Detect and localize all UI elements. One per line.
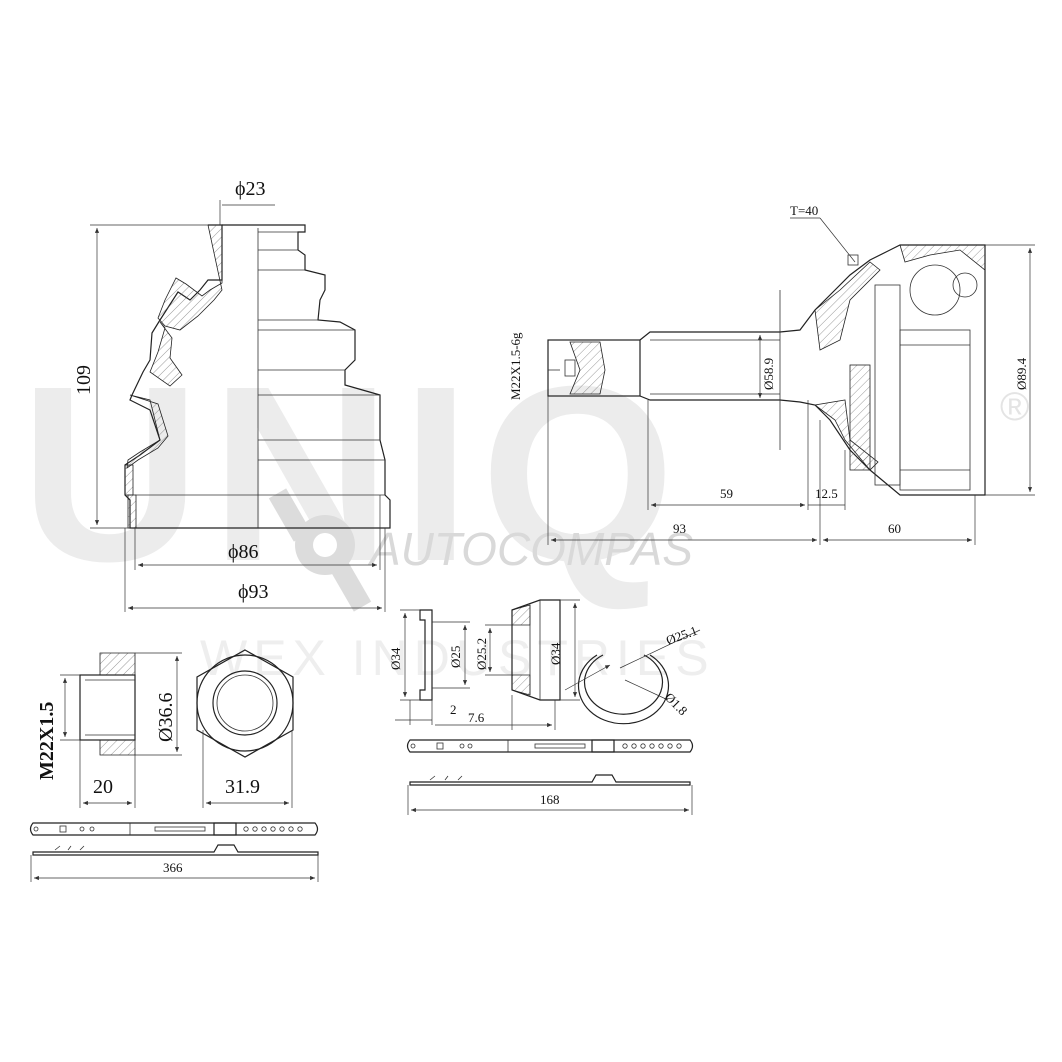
boot-d-small-label: ϕ23	[235, 178, 266, 200]
watermark-line1: AUTOCOMPAS	[367, 523, 693, 575]
watermark-registered: ®	[1000, 385, 1029, 429]
circlip-wire-label: Ø1.8	[662, 690, 691, 719]
joint-thread-label: M22X1.5-6g	[508, 332, 523, 400]
nut-across-label: 31.9	[225, 776, 260, 798]
boot-d-outer-label: ϕ93	[238, 581, 269, 603]
large-clamp-drawing: 366	[29, 822, 319, 882]
cv-joint-drawing: T=40 M22X1.5-6g Ø58.9 Ø89.4 59 12.5 93 6…	[508, 203, 1035, 545]
joint-len-12-5-label: 12.5	[815, 486, 838, 501]
ring-d25-2-label: Ø25.2	[474, 638, 489, 670]
nut-d-label: Ø36.6	[155, 693, 177, 742]
boot-d-inner-label: ϕ86	[228, 541, 259, 563]
ring-d25-label: Ø25	[448, 646, 463, 668]
joint-len-93-label: 93	[673, 521, 686, 536]
boot-drawing: ϕ23 109 ϕ86 ϕ93	[73, 178, 391, 612]
large-clamp-len-label: 366	[163, 860, 183, 875]
nut-width-label: 20	[93, 776, 113, 798]
joint-len-60-label: 60	[888, 521, 901, 536]
ring-d34a-label: Ø34	[388, 647, 403, 670]
ring-w7-6-label: 7.6	[468, 710, 485, 725]
joint-shaft-d-label: Ø58.9	[761, 358, 776, 390]
small-clamp-drawing: 168	[406, 739, 694, 815]
nut-thread-label: M22X1.5	[36, 702, 58, 780]
joint-thickness-label: T=40	[790, 203, 818, 218]
joint-outer-d-label: Ø89.4	[1014, 357, 1029, 390]
joint-len-59-label: 59	[720, 486, 733, 501]
boot-height-label: 109	[73, 365, 95, 395]
watermark: UNIQ ® AUTOCOMPAS WEX INDUSTRIES	[20, 334, 1029, 686]
ring-d34b-label: Ø34	[548, 642, 563, 665]
ring-w2-label: 2	[450, 702, 457, 717]
small-clamp-len-label: 168	[540, 792, 560, 807]
nut-drawing: M22X1.5 Ø36.6 20 31.9	[36, 649, 294, 808]
